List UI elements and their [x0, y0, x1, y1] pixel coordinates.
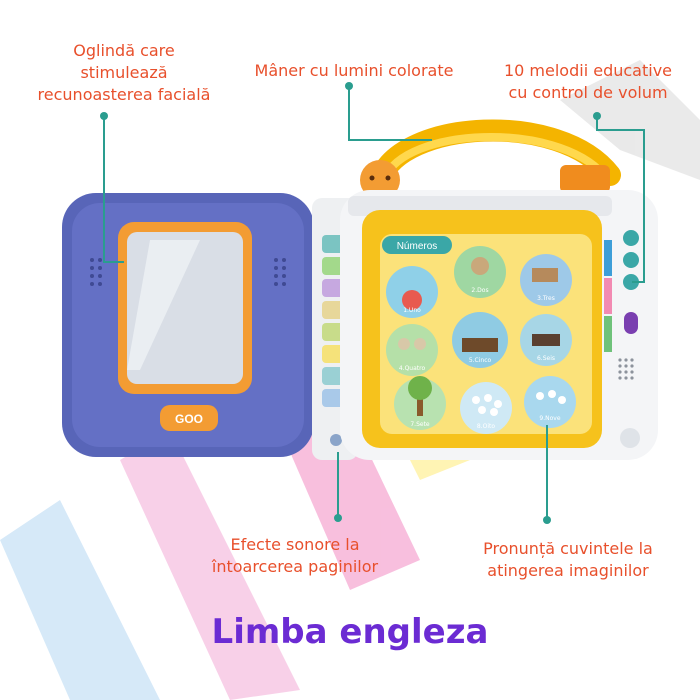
thumbnail-5: 5.Cinco [452, 312, 508, 368]
handle-callout: Mâner cu lumini colorate [234, 60, 474, 82]
thumbnail-label: 7.Sete [410, 421, 430, 428]
thumbnail-label: 6.Seis [537, 355, 555, 362]
thumbnail-9: 9.Nove [524, 376, 576, 428]
page-heading: Números [397, 241, 438, 252]
handle-callout-text: Mâner cu lumini colorate [254, 61, 454, 80]
logo-text: GOO [175, 412, 203, 426]
thumbnail-7: 7.Sete [394, 376, 446, 430]
melodies-callout: 10 melodii educative cu control de volum [488, 60, 688, 104]
thumbnail-label: 4.Quatro [399, 365, 426, 372]
thumbnail-label: 5.Cinco [469, 357, 492, 364]
pronunciation-callout-text: Pronunță cuvintele la atingerea imaginil… [483, 539, 653, 580]
thumbnail-8: 8.Oito [460, 382, 512, 434]
pronunciation-callout: Pronunță cuvintele la atingerea imaginil… [450, 538, 686, 582]
thumbnail-2: 2.Dos [454, 246, 506, 298]
thumbnail-6: 6.Seis [520, 314, 572, 366]
page-sounds-callout: Efecte sonore la întoarcerea paginilor [190, 534, 400, 578]
thumbnail-1: 1.Uno [386, 266, 438, 318]
thumbnail-label: 1.Uno [403, 307, 421, 314]
thumbnail-label: 8.Oito [477, 423, 495, 430]
melody-buttons [623, 230, 639, 290]
product-title: Limba engleza [211, 612, 489, 652]
thumbnail-4: 4.Quatro [386, 324, 438, 376]
thumbnail-label: 2.Dos [471, 287, 488, 294]
mirror-callout: Oglindă care stimulează recunoasterea fa… [14, 40, 234, 106]
thumbnail-label: 3.Tres [537, 295, 555, 302]
mirror-callout-text: Oglindă care stimulează recunoasterea fa… [37, 41, 211, 104]
page-sounds-callout-text: Efecte sonore la întoarcerea paginilor [211, 535, 379, 576]
melodies-callout-text: 10 melodii educative cu control de volum [503, 61, 672, 102]
thumbnail-grid: 1.Uno 2.Dos 3.Tres 4.Quatro 5.Cinco 6.Se… [386, 246, 576, 434]
thumbnail-3: 3.Tres [520, 254, 572, 306]
logo-badge [160, 405, 218, 431]
thumbnail-label: 9.Nove [539, 415, 560, 422]
